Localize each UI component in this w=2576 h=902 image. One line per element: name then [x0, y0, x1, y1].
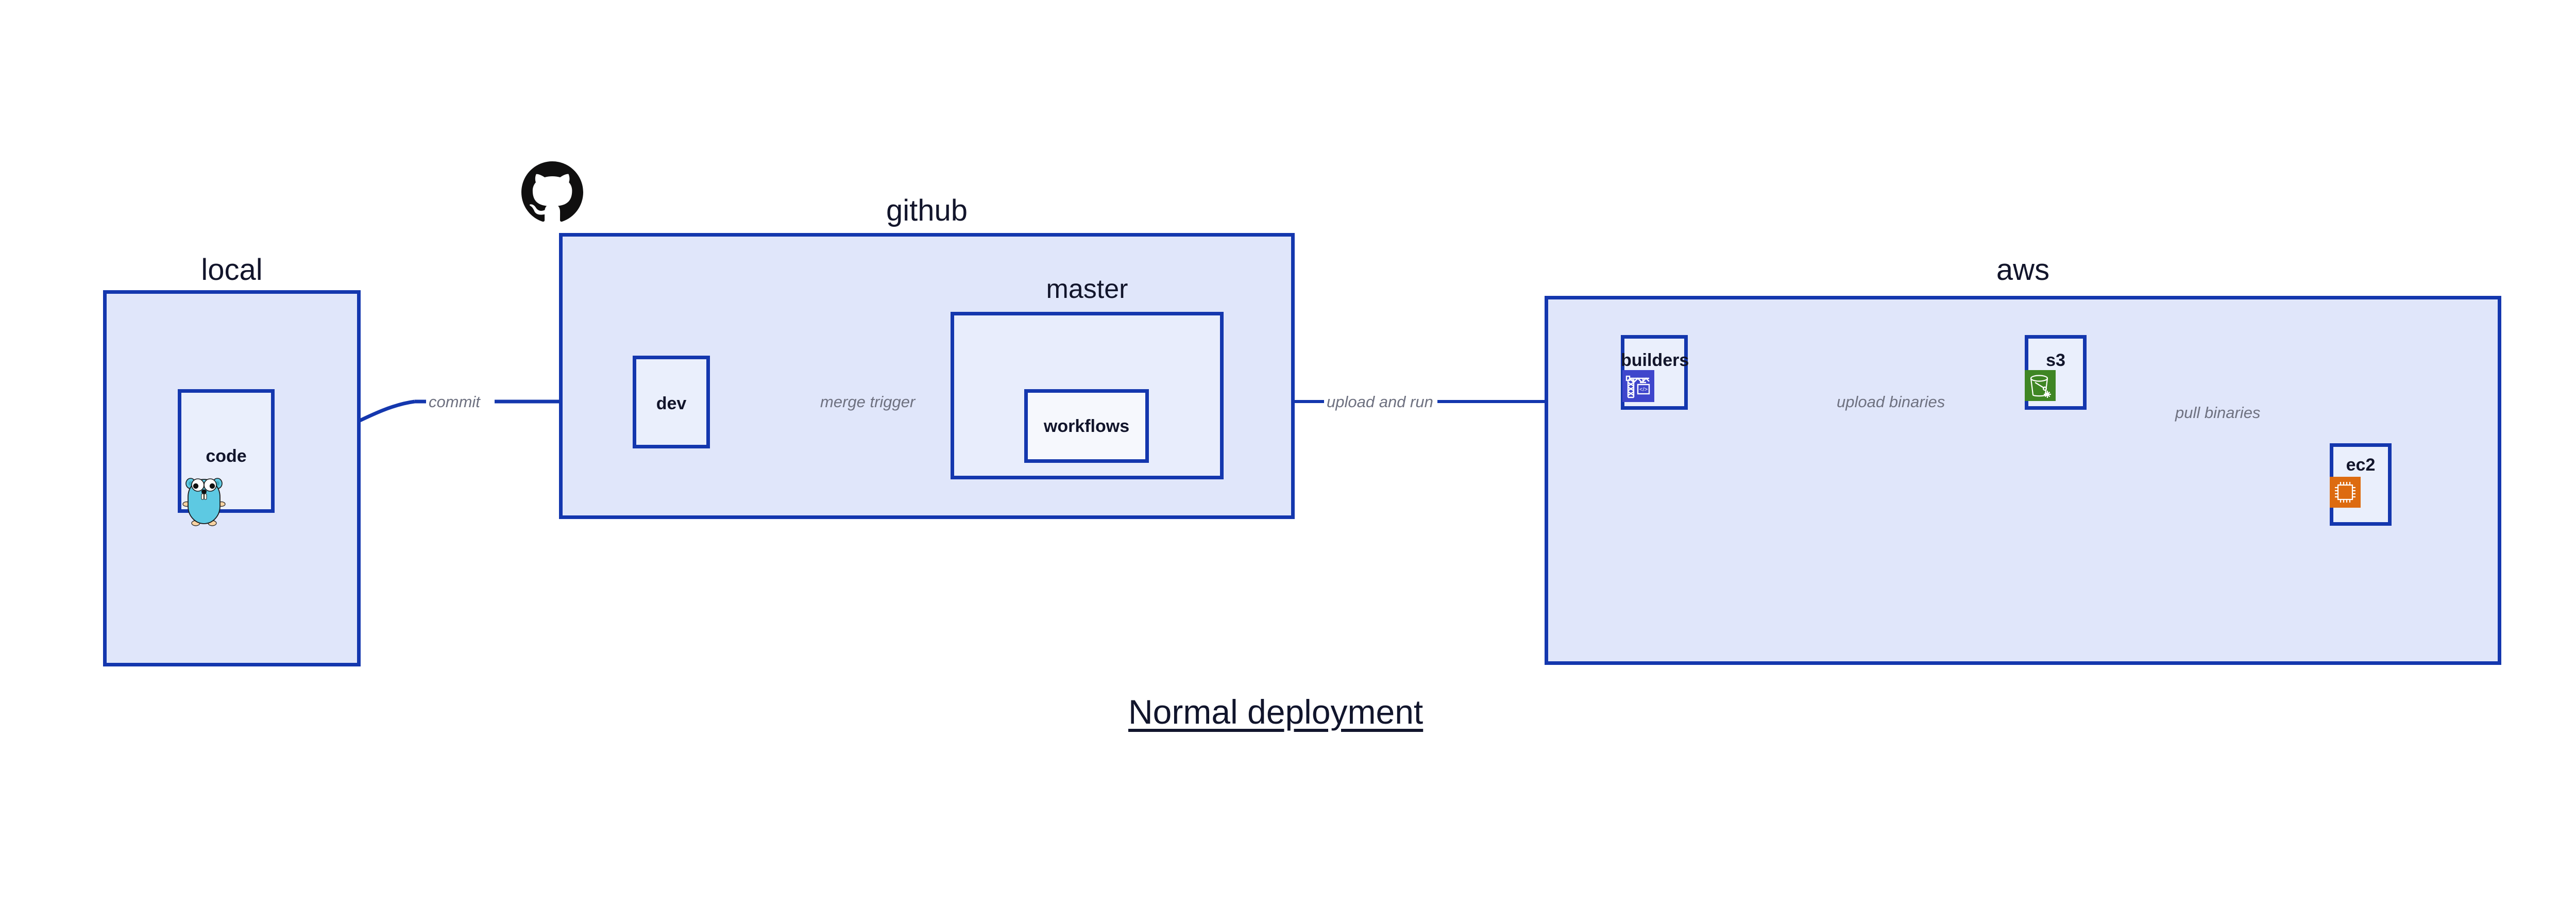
node-label-workflows: workflows — [1043, 416, 1130, 436]
node-label-code: code — [206, 446, 247, 466]
edge-label-commit: commit — [429, 393, 480, 411]
group-label-aws: aws — [1996, 253, 2050, 287]
edge-label-upload-and-run: upload and run — [1327, 393, 1433, 411]
node-label-ec2: ec2 — [2346, 455, 2376, 475]
group-label-local: local — [201, 253, 263, 287]
node-label-builders: builders — [1621, 350, 1689, 370]
aws-s3-bucket-icon — [2025, 370, 2056, 401]
go-gopher-icon — [182, 472, 226, 526]
node-label-s3: s3 — [2046, 350, 2065, 370]
group-label-master: master — [1046, 274, 1128, 304]
node-workflows[interactable] — [1024, 389, 1149, 463]
node-label-dev: dev — [656, 394, 687, 413]
group-label-github: github — [886, 194, 968, 227]
github-octocat-logo — [521, 161, 583, 223]
aws-ec2-chip-icon — [2330, 477, 2361, 508]
diagram-title: Normal deployment — [1128, 693, 1423, 731]
svg-text:</>: </> — [1639, 387, 1648, 393]
aws-builders-crane-icon: </> — [1622, 370, 1654, 402]
edge-label-merge-trigger: merge trigger — [820, 393, 916, 411]
edge-label-pull-binaries: pull binaries — [2175, 404, 2261, 422]
node-dev[interactable] — [633, 356, 710, 448]
edge-label-upload-binaries: upload binaries — [1837, 393, 1945, 411]
